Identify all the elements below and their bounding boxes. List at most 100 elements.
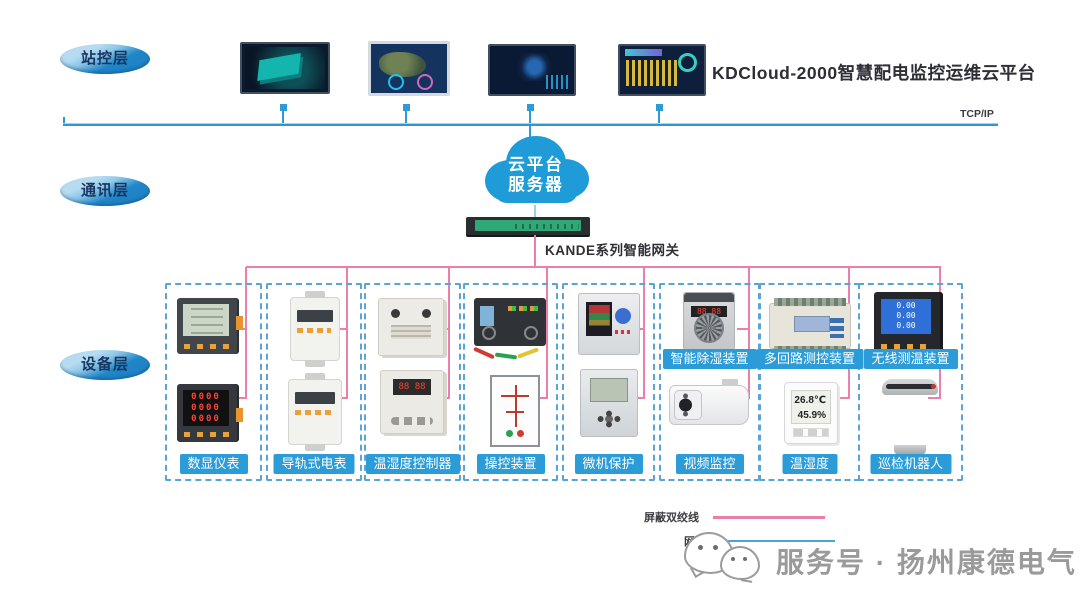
cloud-server-label: 云平台 服务器 <box>476 155 596 195</box>
tcpip-label: TCP/IP <box>960 108 994 120</box>
layer-badge-communication: 通讯层 <box>60 176 150 206</box>
test-lead-green <box>494 352 518 360</box>
device-column-inspection-robot: 0.00 0.00 0.00 无线测温装置 巡检机器人 <box>858 283 963 481</box>
blue-lcd-screen: 0.00 0.00 0.00 <box>881 299 931 334</box>
digital-meter-led-image: 0000 0000 0000 <box>177 384 243 442</box>
connector-node <box>656 104 663 111</box>
relay-nav-pad <box>615 308 631 324</box>
inline-label-wireless-temp: 无线测温装置 <box>863 349 958 369</box>
gateway-device <box>466 217 590 235</box>
gateway-bus-feed-line <box>534 235 536 267</box>
th-controller-image <box>378 298 444 356</box>
connector-node <box>280 104 287 111</box>
controller-label-area <box>391 325 431 339</box>
fan-grille <box>694 313 724 343</box>
robot-base <box>894 445 926 455</box>
device-label-inspection-robot: 巡检机器人 <box>869 454 952 474</box>
protection-relay-image <box>578 293 640 355</box>
th-controller-display-image: 88 88 <box>380 370 444 434</box>
map-graphic <box>378 51 426 78</box>
temp-humidity-display-image: 26.8℃ 45.9% <box>784 382 838 444</box>
gauge-ring-graphic <box>678 52 698 72</box>
monitor-drop-line <box>282 111 284 124</box>
platform-title: KDCloud-2000智慧配电监控运维云平台 <box>712 63 1036 83</box>
monitor-drop-line <box>658 111 660 124</box>
device-label-video-surveillance: 视频监控 <box>675 454 744 474</box>
led-row: 0000 <box>191 392 221 402</box>
meter-led-screen: 0000 0000 0000 <box>183 390 229 426</box>
meter-side-tab <box>236 408 243 422</box>
cloud-gateway-line <box>534 205 536 217</box>
protection-relay-image <box>580 369 638 437</box>
cloud-icon <box>485 136 589 203</box>
device-column-video-surveillance: 88 88 智能除湿装置 视频监控 <box>659 283 760 481</box>
device-column-digital-meter: 0000 0000 0000 数显仪表 <box>165 283 262 481</box>
th-lcd: 26.8℃ 45.9% <box>791 390 831 424</box>
monitor-screen-chart-dashboard <box>618 44 706 96</box>
gauge-ring-graphic <box>387 74 404 91</box>
indicator-lights <box>508 306 538 311</box>
robot-indicator <box>931 384 936 389</box>
inspection-robot-image <box>882 379 938 463</box>
terminal-strip <box>774 298 846 306</box>
th-temp-value: 26.8℃ <box>794 395 826 406</box>
inline-label-multi-circuit: 多回路测控装置 <box>755 349 864 369</box>
lcd-row: 0.00 <box>896 321 916 330</box>
test-lead-yellow <box>516 347 540 359</box>
connector-node <box>527 104 534 111</box>
monitor-screen-map-dashboard <box>368 41 450 96</box>
device-label-protection-relay: 微机保护 <box>574 454 643 474</box>
cctv-camera-image <box>669 379 749 425</box>
wechat-icon <box>684 529 764 583</box>
led-row: 0000 <box>191 403 221 413</box>
control-knob <box>524 326 538 340</box>
dehumidifier-top <box>684 293 734 302</box>
device-label-digital-meter: 数显仪表 <box>179 454 248 474</box>
switch-control-device-image <box>474 298 546 346</box>
wireless-temp-meter-image: 0.00 0.00 0.00 <box>874 292 940 354</box>
cloud-label-line1: 云平台 <box>508 156 564 174</box>
meter-buttons <box>881 344 933 349</box>
th-buttons <box>793 428 829 437</box>
multi-circuit-buttons <box>830 318 844 338</box>
device-column-th-controller: 88 88 温湿度控制器 <box>364 283 461 481</box>
din-rail-meter-image <box>290 291 340 367</box>
test-lead-red <box>473 346 495 360</box>
din-meter-lcd <box>295 392 335 404</box>
device-label-temp-humidity: 温湿度 <box>781 454 838 474</box>
device-column-protection-relay: 微机保护 <box>562 283 655 481</box>
wechat-bubble-small <box>720 546 760 580</box>
robot-visor <box>886 384 934 389</box>
bar-chart-graphic <box>625 60 678 87</box>
dehumidifier-image: 88 88 <box>683 292 735 350</box>
meter-lcd-screen <box>183 304 229 336</box>
relay-leds <box>615 330 631 334</box>
field-bus-line <box>246 266 941 268</box>
device-column-temp-humidity: 多回路测控装置 26.8℃ 45.9% 温湿度 <box>755 283 864 481</box>
lcd-row: 0.00 <box>896 301 916 310</box>
camera-lens <box>679 398 692 412</box>
meter-side-tab <box>236 316 243 330</box>
camera-bracket <box>722 379 738 386</box>
gauge-ring-graphic <box>417 74 434 91</box>
bus-end-cap <box>63 117 65 124</box>
device-column-din-meter: 导轨式电表 <box>266 283 362 481</box>
monitor-screen-network-dashboard <box>488 44 576 96</box>
controller-knob <box>391 309 400 318</box>
ethernet-bus-line <box>63 123 998 126</box>
din-meter-buttons <box>295 410 332 415</box>
controller-keys <box>391 417 433 425</box>
layer-badge-device: 设备层 <box>60 350 150 380</box>
relay-color-screen <box>586 302 612 336</box>
monitor-drop-line <box>405 111 407 124</box>
lcd-row: 0.00 <box>896 311 916 320</box>
robot-head <box>882 379 938 395</box>
led-row: 0000 <box>191 414 221 424</box>
mini-bars-graphic <box>546 74 570 90</box>
controller-knob <box>422 309 431 318</box>
dashboard-header-graphic <box>625 49 662 56</box>
gateway-label: KANDE系列智能网关 <box>545 243 680 258</box>
relay-keypad <box>597 410 621 428</box>
multi-circuit-lcd <box>794 316 830 332</box>
